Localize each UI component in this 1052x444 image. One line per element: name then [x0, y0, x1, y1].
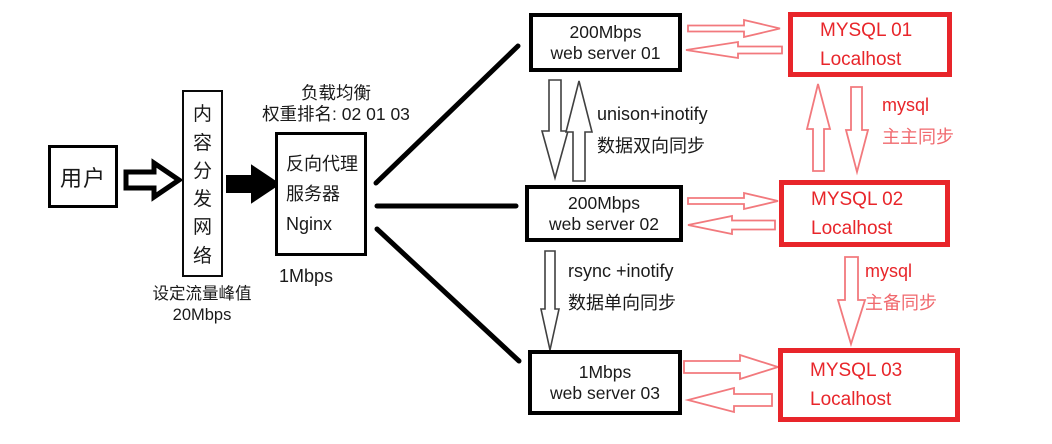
node-cdn: 内 容 分 发 网 络	[182, 90, 223, 277]
cdn-char: 容	[192, 132, 212, 154]
db2-name: MYSQL 02	[811, 188, 904, 210]
arrow-db2-to-db1-up-icon	[805, 83, 832, 172]
sync2-desc: 数据单向同步	[568, 293, 676, 313]
arrow-db1-to-ws1-left-icon	[685, 40, 783, 60]
node-webserver-02: 200Mbps web server 02	[525, 185, 683, 242]
db2-host: Localhost	[811, 217, 893, 239]
sync1-desc: 数据双向同步	[597, 136, 705, 156]
nginx-line1: 反向代理	[286, 154, 358, 174]
arrow-ws2-up-icon	[564, 80, 594, 182]
sync-label-ws2-ws3: rsync +inotify 数据单向同步	[568, 261, 676, 315]
node-user: 用户	[48, 145, 118, 208]
db3-host: Localhost	[810, 389, 892, 410]
repl1-desc: 主主同步	[882, 127, 954, 147]
arrow-db2-to-ws2-left-icon	[687, 214, 776, 236]
sync2-tool: rsync +inotify	[568, 261, 674, 281]
arrow-ws1-to-db1-right-icon	[687, 18, 781, 39]
node-mysql-01: MYSQL 01 Localhost	[788, 12, 952, 77]
arrow-ws1-down-icon	[540, 79, 570, 182]
repl1-tool: mysql	[882, 95, 930, 115]
node-mysql-02: MYSQL 02 Localhost	[779, 180, 950, 247]
repl2-tool: mysql	[865, 261, 913, 281]
ws3-name: web server 03	[550, 382, 660, 403]
weight-rank-label: 权重排名: 02 01 03	[262, 104, 410, 124]
cdn-char: 络	[192, 245, 212, 267]
line-nginx-to-ws3	[374, 226, 522, 364]
db1-name: MYSQL 01	[820, 19, 913, 41]
nginx-top-label: 负载均衡 权重排名: 02 01 03	[248, 83, 424, 125]
ws1-bandwidth: 200Mbps	[569, 21, 642, 42]
ws1-name: web server 01	[550, 42, 661, 63]
cdn-caption: 设定流量峰值 20Mbps	[147, 284, 257, 326]
ws2-bandwidth: 200Mbps	[568, 192, 640, 213]
cdn-caption-line1: 设定流量峰值	[152, 285, 252, 303]
arrow-ws3-to-db3-right-icon	[683, 353, 781, 381]
ws2-name: web server 02	[549, 213, 659, 234]
cdn-char: 分	[192, 160, 212, 182]
arrow-db1-to-db2-down-icon	[844, 86, 870, 176]
repl-label-db1-db2: mysql 主主同步	[882, 95, 954, 149]
node-nginx: 反向代理 服务器 Nginx	[275, 132, 367, 256]
load-balance-label: 负载均衡	[301, 83, 371, 103]
arrow-ws2-to-db2-right-icon	[687, 191, 779, 211]
cdn-char: 网	[192, 217, 212, 239]
node-webserver-01: 200Mbps web server 01	[529, 13, 682, 72]
cdn-char: 内	[192, 104, 212, 126]
arrow-ws2-to-ws3-down-icon	[540, 250, 560, 351]
nginx-line2: 服务器	[286, 184, 340, 204]
arrow-db2-to-db3-down-icon	[836, 256, 867, 348]
arrow-user-to-cdn-icon	[123, 158, 184, 202]
repl-label-db2-db3: mysql 主备同步	[865, 261, 937, 315]
line-nginx-to-ws1	[373, 43, 521, 186]
nginx-line3: Nginx	[286, 214, 333, 234]
ws3-bandwidth: 1Mbps	[578, 361, 632, 382]
db1-host: Localhost	[820, 48, 902, 70]
nginx-caption: 1Mbps	[279, 266, 334, 286]
arrow-cdn-to-nginx-icon	[226, 164, 281, 204]
sync-label-ws1-ws2: unison+inotify 数据双向同步	[597, 104, 708, 158]
sync1-tool: unison+inotify	[597, 104, 708, 124]
user-label: 用户	[59, 165, 106, 191]
node-webserver-03: 1Mbps web server 03	[528, 350, 682, 415]
cdn-caption-line2: 20Mbps	[172, 306, 232, 324]
repl2-desc: 主备同步	[865, 293, 937, 313]
node-mysql-03: MYSQL 03 Localhost	[778, 348, 960, 422]
arrow-db3-to-ws3-left-icon	[684, 386, 773, 414]
cdn-char: 发	[192, 189, 212, 211]
db3-name: MYSQL 03	[810, 360, 903, 381]
